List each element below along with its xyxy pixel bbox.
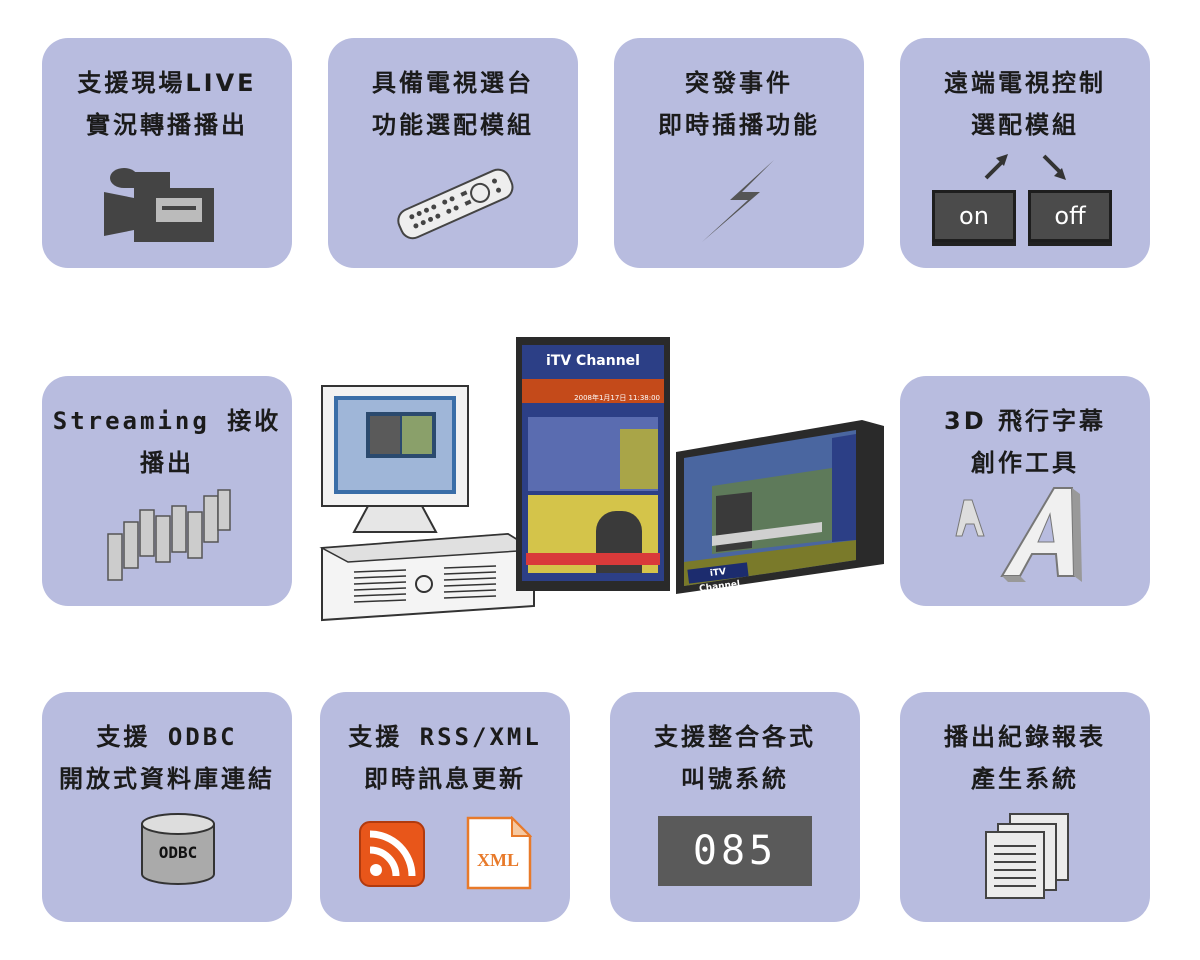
card-title: 支援整合各式叫號系統: [654, 723, 816, 793]
crt-monitor: [321, 385, 469, 533]
xml-file-icon: XML: [466, 816, 532, 890]
card-3d-subtitle: 3D 飛行字幕創作工具: [900, 376, 1150, 606]
card-title: 3D 飛行字幕創作工具: [944, 407, 1106, 477]
kiosk-title: iTV Channel: [546, 353, 640, 369]
lcd-display: [676, 420, 884, 594]
xml-label: XML: [477, 850, 519, 870]
card-title: 播出紀錄報表產生系統: [944, 723, 1106, 793]
video-camera-icon: [104, 168, 214, 242]
queue-number: 085: [692, 828, 778, 874]
card-breaking-news: 突發事件即時插播功能: [614, 38, 864, 268]
on-button[interactable]: on: [932, 190, 1016, 242]
off-button[interactable]: off: [1028, 190, 1112, 242]
card-report: 播出紀錄報表產生系統: [900, 692, 1150, 922]
card-queue-system: 支援整合各式叫號系統 085: [610, 692, 860, 922]
remote-control-icon: [397, 168, 514, 240]
rss-feed-icon: [359, 821, 425, 887]
kiosk-display: iTV Channel 2008年1月17日 11:38:00: [516, 337, 670, 591]
card-title: Streaming 接收播出: [52, 407, 282, 477]
kiosk-screen: iTV Channel 2008年1月17日 11:38:00: [522, 345, 664, 581]
card-tv-tuner: 具備電視選台功能選配模組: [328, 38, 578, 268]
card-title: 突發事件即時插播功能: [658, 69, 820, 139]
card-streaming: Streaming 接收播出: [42, 376, 292, 606]
lightning-bolt-icon: [702, 160, 774, 242]
streaming-bars-icon: [107, 489, 231, 581]
kiosk-date: 2008年1月17日 11:38:00: [574, 394, 660, 402]
queue-number-display: 085: [658, 816, 812, 886]
expand-arrows-icon: [984, 154, 1066, 180]
database-label: ODBC: [159, 843, 198, 862]
documents-stack-icon: [985, 813, 1069, 899]
database-icon: ODBC: [141, 813, 215, 885]
card-title: 具備電視選台功能選配模組: [372, 69, 534, 139]
3d-letter-icon: [955, 487, 1082, 582]
computer-case: [319, 532, 537, 622]
card-title: 遠端電視控制選配模組: [944, 69, 1106, 139]
